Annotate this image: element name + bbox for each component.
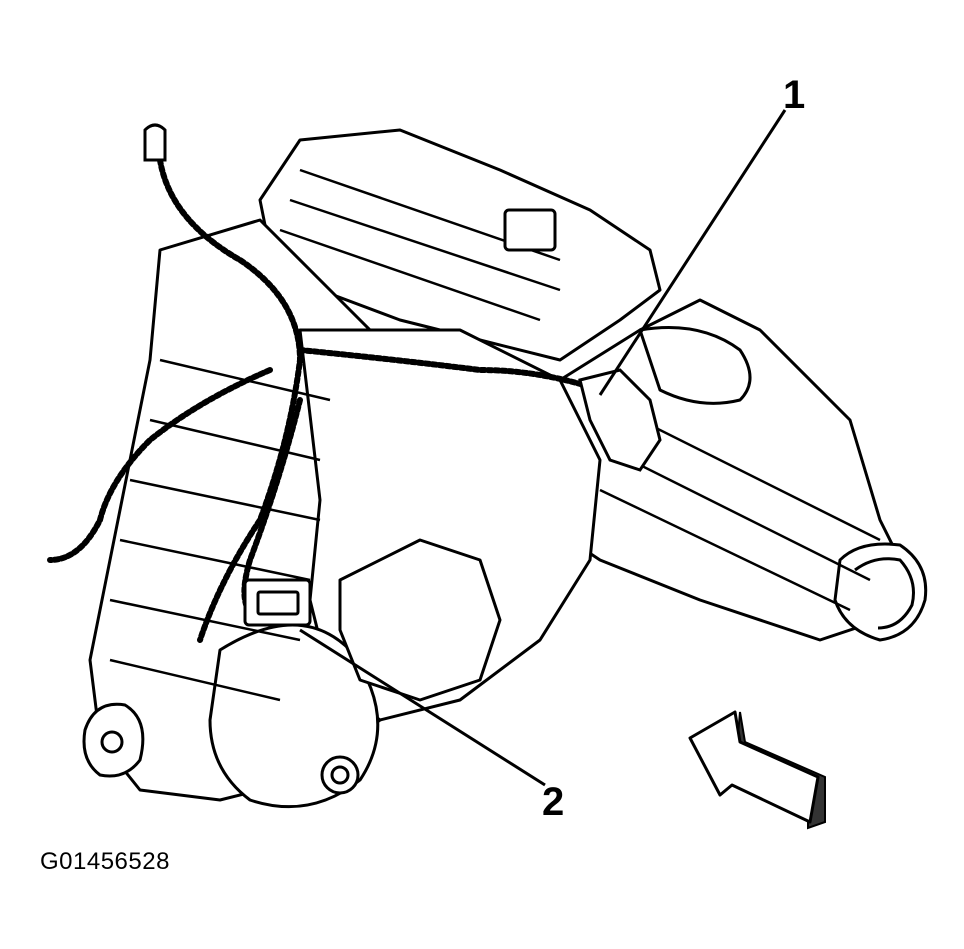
callout-2-label: 2 <box>542 780 564 824</box>
harness-upper-branch <box>297 347 603 393</box>
connector-2-latch <box>256 590 300 616</box>
callout-1-label: 1 <box>783 73 805 117</box>
encoder-motor <box>338 538 502 702</box>
connectors <box>143 123 662 627</box>
mount-bolt-center <box>330 765 350 785</box>
rear-output-lobe <box>638 326 752 405</box>
figure-id: G01456528 <box>40 848 170 875</box>
leader-line-1 <box>598 109 787 396</box>
leader-lines <box>299 109 787 787</box>
harness-left-lead <box>47 367 273 563</box>
lug-hole <box>100 730 124 754</box>
housing-ribs <box>109 168 881 702</box>
output-flange-ring <box>854 557 915 630</box>
leader-line-2 <box>299 628 546 787</box>
transfer-case-housing <box>82 128 928 809</box>
harness-main-run <box>157 157 304 643</box>
view-direction-arrow-icon <box>688 710 826 830</box>
hanging-lead-end <box>143 123 167 162</box>
connector-top <box>503 208 557 252</box>
arrow-body <box>688 710 820 824</box>
